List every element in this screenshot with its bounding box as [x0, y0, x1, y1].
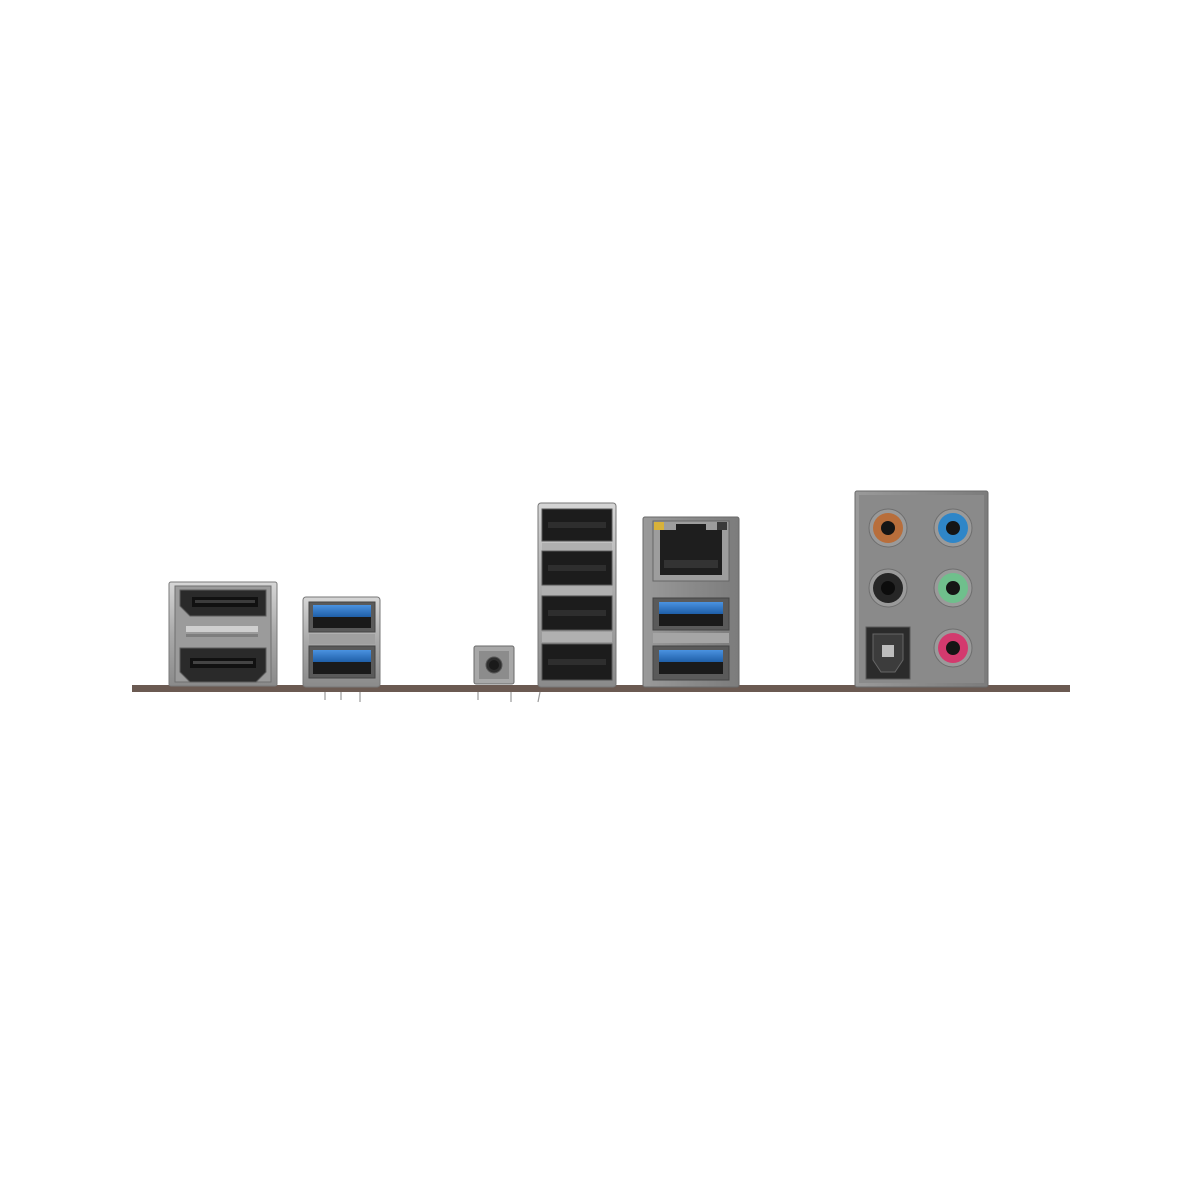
- lan-usb3-stack: [642, 516, 740, 688]
- pcb-edge: [132, 685, 1070, 692]
- audio-jack-icon[interactable]: [933, 508, 973, 548]
- usb2-stack: [537, 502, 617, 688]
- audio-jack-icon[interactable]: [868, 508, 908, 548]
- usb2-port-icon[interactable]: [541, 508, 613, 542]
- audio-jack-icon[interactable]: [933, 628, 973, 668]
- push-button-icon[interactable]: [473, 645, 515, 685]
- audio-jack-icon[interactable]: [868, 568, 908, 608]
- lan-led-icon: [717, 522, 727, 530]
- usb2-port-icon[interactable]: [541, 643, 613, 681]
- usb3-port-icon[interactable]: [308, 645, 376, 679]
- video-output-stack: [168, 581, 278, 687]
- hdmi-port-icon[interactable]: [179, 647, 267, 683]
- solder-pins: [324, 691, 541, 703]
- usb2-port-icon[interactable]: [541, 550, 613, 586]
- audio-jack-icon[interactable]: [933, 568, 973, 608]
- lan-led-yellow-icon: [654, 522, 664, 530]
- usb3-port-icon[interactable]: [308, 601, 376, 633]
- optical-spdif-port-icon[interactable]: [865, 626, 911, 680]
- rj45-port-icon[interactable]: [652, 520, 730, 582]
- usb3-port-icon[interactable]: [652, 597, 730, 631]
- usb2-port-icon[interactable]: [541, 595, 613, 631]
- usb3-port-icon[interactable]: [652, 645, 730, 681]
- displayport-port-icon[interactable]: [179, 589, 267, 617]
- audio-panel: [854, 490, 989, 688]
- usb3-pair-left: [302, 596, 381, 688]
